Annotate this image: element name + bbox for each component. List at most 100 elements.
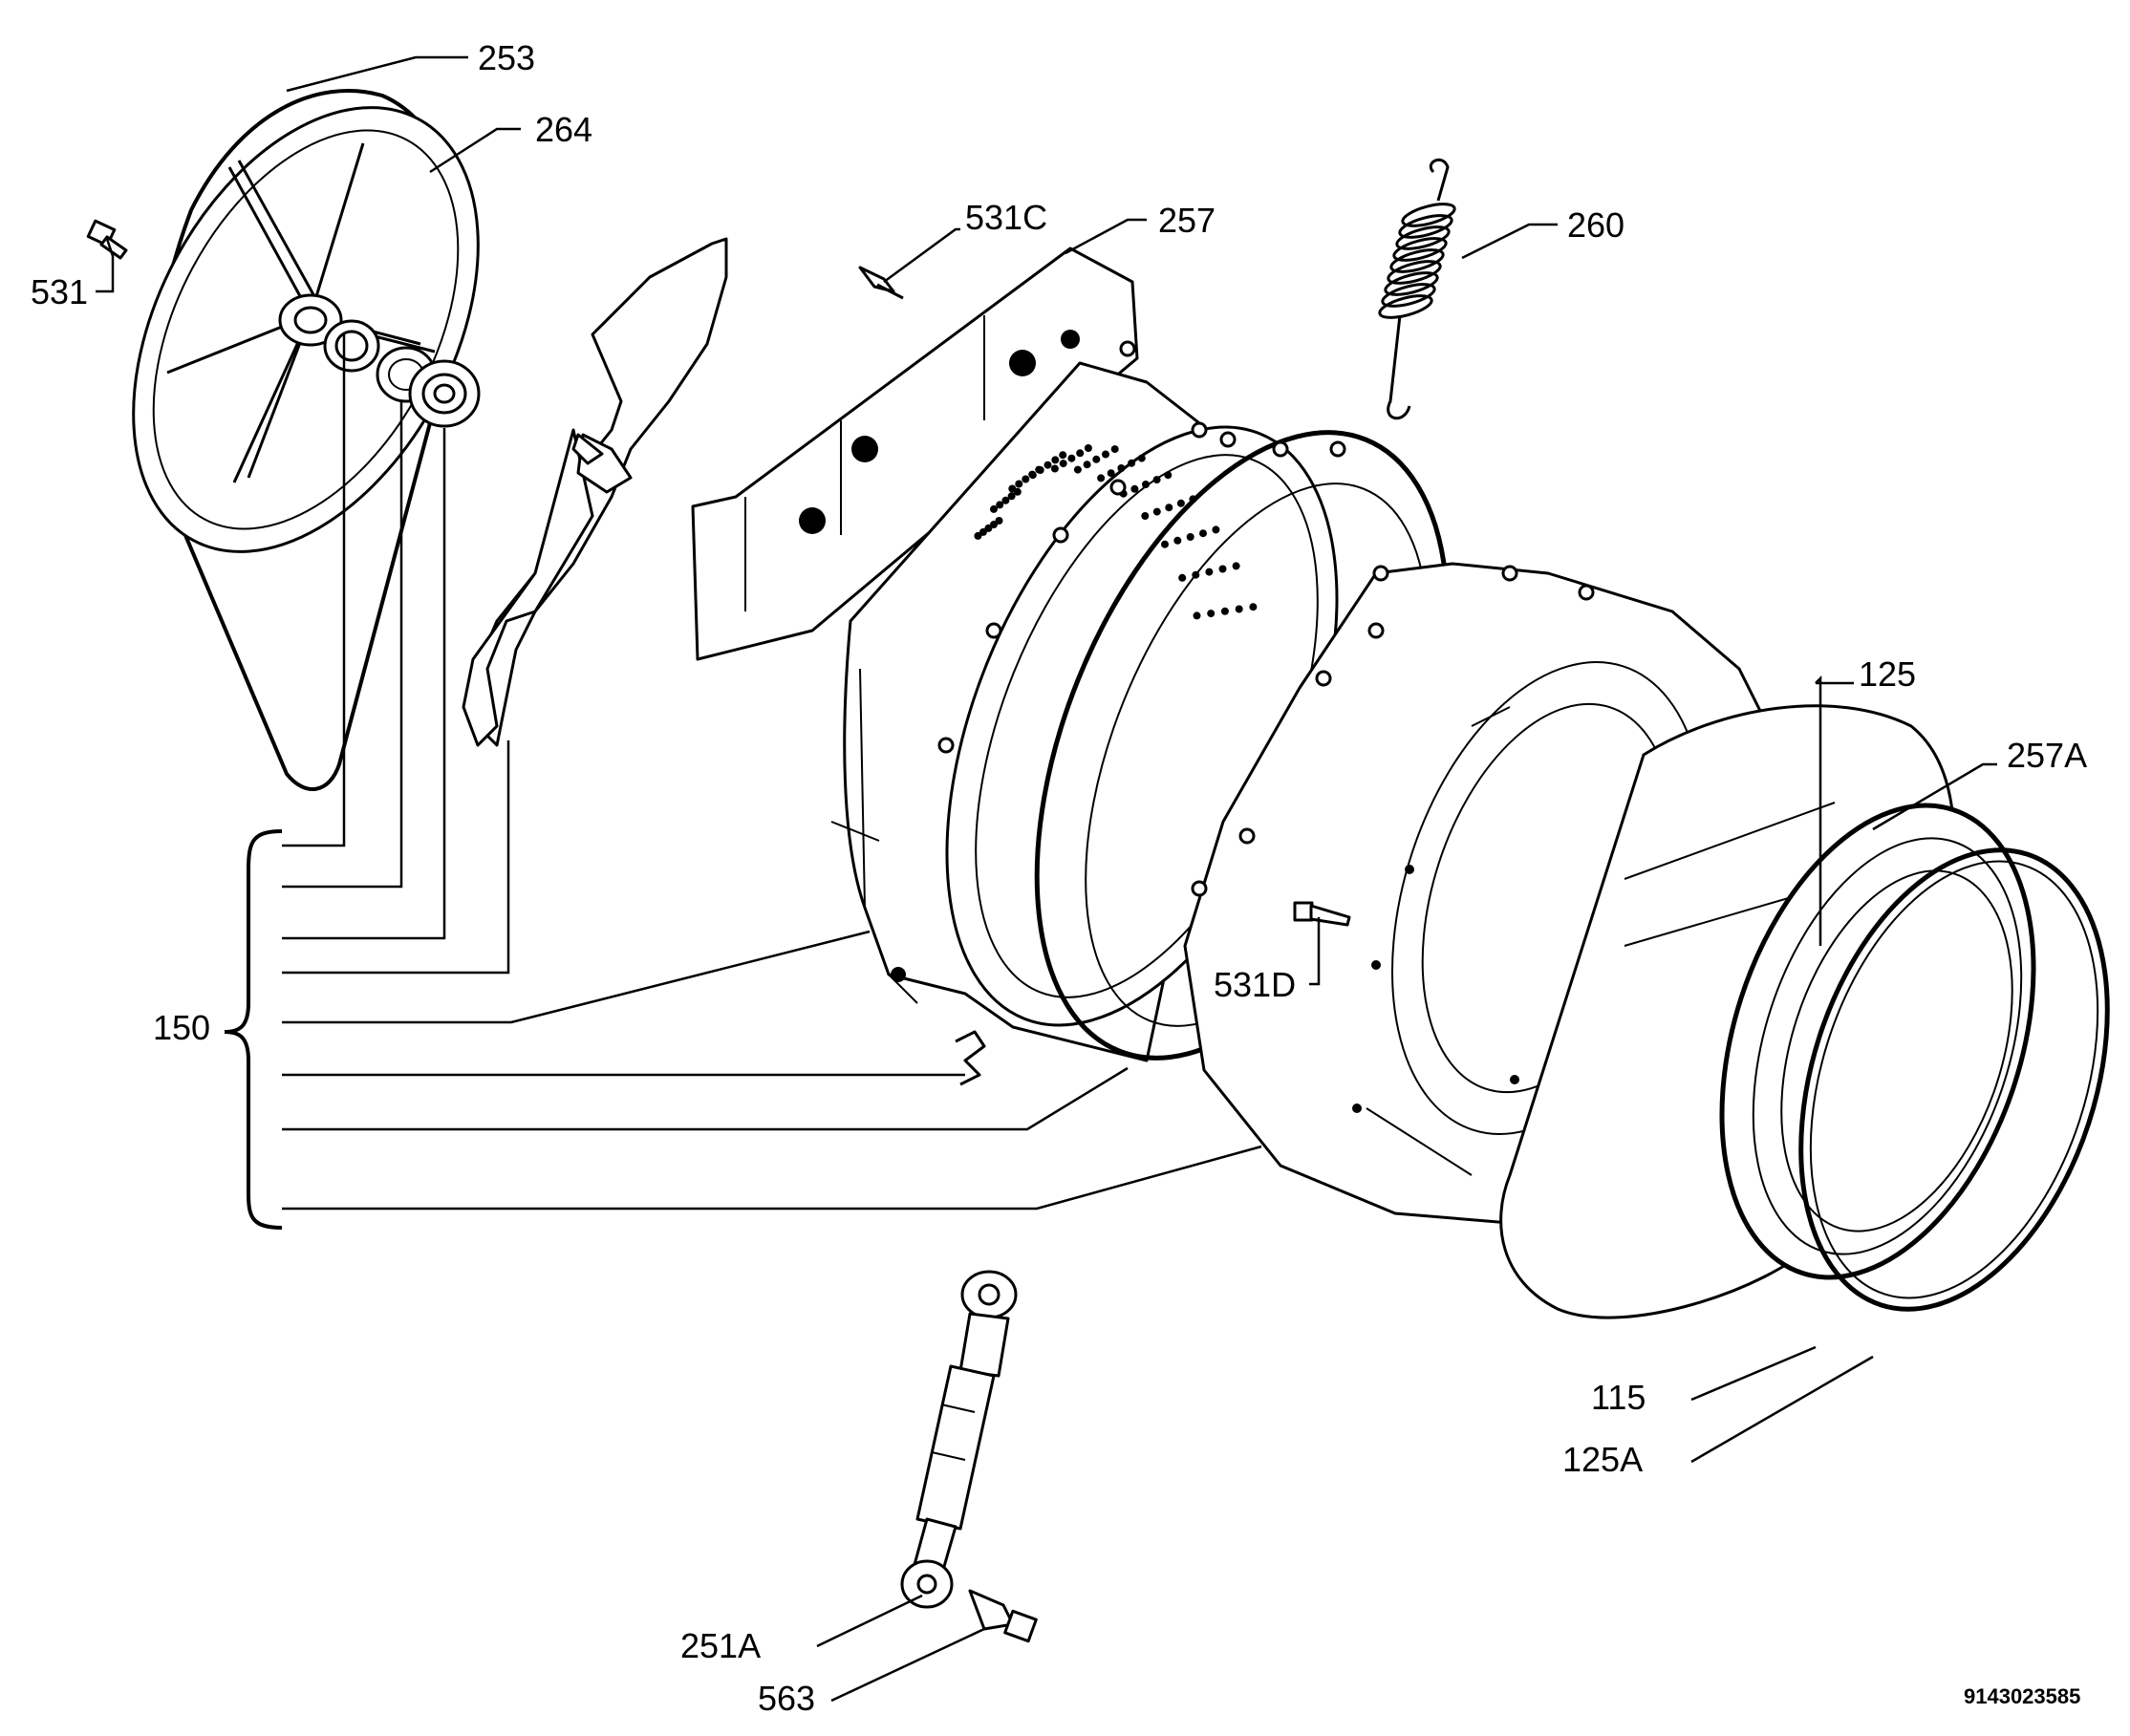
stud (1238, 827, 1256, 845)
perforation-dot (1249, 603, 1258, 611)
label-125: 125 (1859, 654, 1916, 694)
perforation-dot (1212, 525, 1220, 534)
stud (1191, 421, 1208, 439)
label-257A: 257A (2007, 736, 2087, 775)
perforation-dot (1199, 529, 1207, 538)
document-code: 9143023585 (1964, 1684, 2080, 1708)
perforation-dot (1008, 484, 1017, 493)
perforation-dot (1059, 460, 1067, 468)
screw-531C (858, 266, 904, 300)
perforation-dot (1152, 507, 1161, 516)
leader-lines (96, 55, 1997, 1703)
spring-coil (1392, 237, 1448, 262)
shock-absorber (900, 1270, 1018, 1609)
stud (985, 622, 1002, 639)
perforation-dot (984, 524, 993, 532)
perforation-dot (1050, 464, 1059, 473)
spring-coil (1398, 214, 1453, 239)
perforation-dot (1043, 461, 1052, 469)
stud (1501, 565, 1518, 582)
screw-531D (1293, 901, 1351, 927)
perforation-dot (1220, 607, 1229, 615)
perforation-dot (990, 521, 998, 528)
drum-spider (462, 237, 728, 747)
perforation-dot (1028, 471, 1037, 480)
perforation-dot (1164, 471, 1173, 480)
bearing-parts (323, 319, 481, 428)
perforation-dot (1076, 449, 1085, 458)
stud (1052, 526, 1069, 544)
perforation-dot (1235, 605, 1243, 613)
spring (1378, 158, 1456, 420)
stud (1367, 622, 1385, 639)
perforation-dot (1207, 610, 1216, 618)
perforation-dot (1130, 484, 1139, 493)
label-125A: 125A (1562, 1440, 1643, 1479)
label-115: 115 (1591, 1378, 1646, 1417)
stud (1191, 880, 1208, 897)
perforation-dot (1232, 562, 1240, 570)
label-251A: 251A (680, 1626, 761, 1665)
perforation-dot (1110, 445, 1119, 454)
perforation-dot (1097, 474, 1106, 482)
perforation-dot (1165, 504, 1173, 512)
perforation-dot (1083, 461, 1091, 469)
tub-studs (937, 340, 1595, 897)
label-150: 150 (153, 1008, 210, 1047)
perforation-dot (1176, 499, 1185, 507)
stud (1578, 584, 1595, 601)
perforation-dot (1137, 454, 1146, 462)
bolt-563 (968, 1589, 1038, 1643)
perforation-dot (1178, 573, 1187, 582)
perforation-dot (1218, 565, 1227, 573)
perforation-dot (1102, 450, 1109, 459)
perforation-dot (1051, 456, 1060, 464)
stud (1272, 440, 1289, 458)
label-253: 253 (478, 38, 535, 77)
perforation-dot (1193, 611, 1201, 620)
perforation-dot (1186, 533, 1194, 541)
spring-coil (1378, 294, 1433, 319)
spring-coil (1384, 271, 1439, 296)
perforation-dot (1015, 480, 1023, 488)
label-257: 257 (1158, 201, 1216, 240)
spring-coil (1395, 225, 1451, 250)
perforation-dot (1107, 469, 1115, 478)
counterweight-top (691, 246, 1139, 661)
perforation-dot (1142, 481, 1150, 488)
perforation-dot (1059, 451, 1067, 460)
stud (1119, 340, 1136, 357)
perforation-dot (1084, 444, 1092, 452)
label-563: 563 (758, 1679, 815, 1718)
clamp-ring (1798, 847, 2110, 1312)
perforation-dot (1001, 496, 1010, 504)
spring-coil (1389, 248, 1445, 273)
perforation-dot (1152, 476, 1161, 484)
label-264: 264 (535, 110, 592, 149)
stud (937, 737, 955, 754)
label-531: 531 (31, 272, 88, 311)
pulley-wheel (132, 89, 480, 791)
label-531C: 531C (965, 198, 1047, 237)
label-531D: 531D (1214, 965, 1296, 1004)
stud (1329, 440, 1346, 458)
perforation-dot (1117, 464, 1126, 472)
perforation-dot (1161, 540, 1169, 548)
perforation-dot (1036, 466, 1044, 474)
clip (955, 1030, 986, 1086)
perforation-dot (1173, 536, 1182, 545)
perforation-dot (1073, 465, 1082, 474)
stud (1372, 565, 1389, 582)
perforation-dot (1022, 475, 1030, 483)
stud (1219, 431, 1237, 448)
perforation-dot (1007, 492, 1016, 501)
part-labels: 253 264 531 531C 257 260 125 257A 150 53… (31, 38, 2087, 1718)
perforation-dot (974, 531, 982, 540)
perforation-dot (995, 517, 1003, 525)
spring-coil (1381, 283, 1436, 308)
perforation-dot (1205, 568, 1214, 576)
spring-coil (1387, 260, 1442, 285)
perforation-dot (1092, 455, 1101, 463)
stud (1109, 479, 1127, 496)
perforation-dot (1141, 512, 1150, 520)
